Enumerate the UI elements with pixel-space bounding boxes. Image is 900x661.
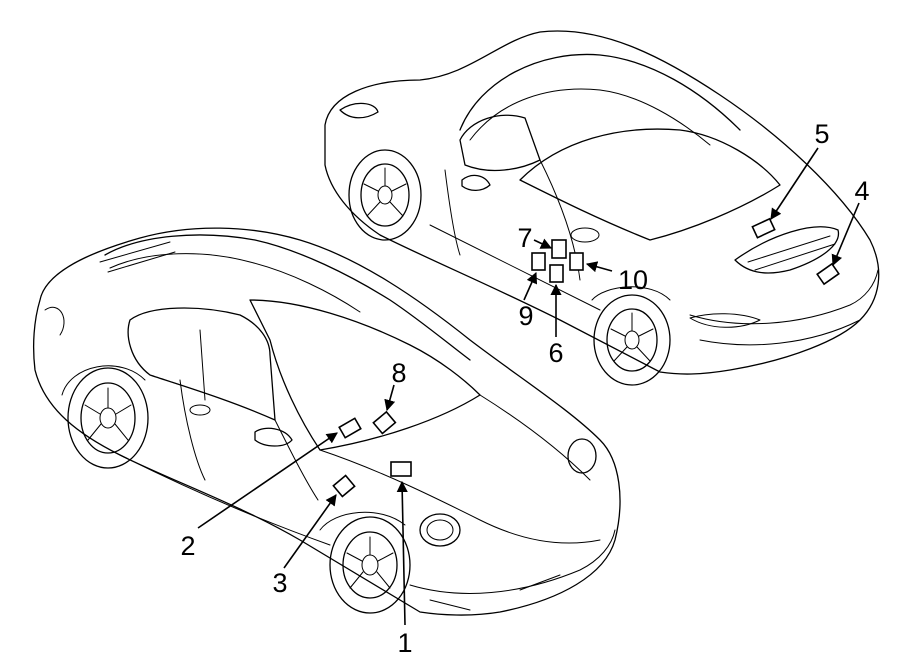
callout-numbers: 1 2 3 4 5 6 7 8 9 10 <box>180 119 869 658</box>
label-2-marker <box>338 417 362 439</box>
rear-car-illustration <box>324 30 880 386</box>
label-9-marker <box>531 252 546 271</box>
label-10-marker <box>569 252 584 271</box>
label-3-marker <box>332 474 356 498</box>
callout-2: 2 <box>180 531 195 561</box>
callout-10: 10 <box>618 265 648 295</box>
label-8-marker <box>372 410 397 435</box>
callout-7: 7 <box>517 223 532 253</box>
callout-3: 3 <box>272 568 287 598</box>
callout-5: 5 <box>814 119 829 149</box>
front-car-rear-wheel <box>67 367 149 469</box>
callout-6: 6 <box>548 338 563 368</box>
rear-car-front-wheel <box>348 149 422 241</box>
front-car-illustration <box>32 227 621 616</box>
label-markers <box>332 217 840 498</box>
label-6-marker <box>549 264 564 283</box>
label-4-marker <box>816 262 840 286</box>
callout-4: 4 <box>854 176 869 206</box>
rear-car-rear-wheel <box>593 294 671 386</box>
callout-9: 9 <box>518 301 533 331</box>
label-5-marker <box>751 217 776 239</box>
label-7-marker <box>551 239 567 259</box>
callout-8: 8 <box>391 358 406 388</box>
front-car-front-wheel <box>329 516 411 614</box>
leader-lines <box>197 147 860 626</box>
label-1-marker <box>390 461 412 477</box>
callout-1: 1 <box>397 628 412 658</box>
